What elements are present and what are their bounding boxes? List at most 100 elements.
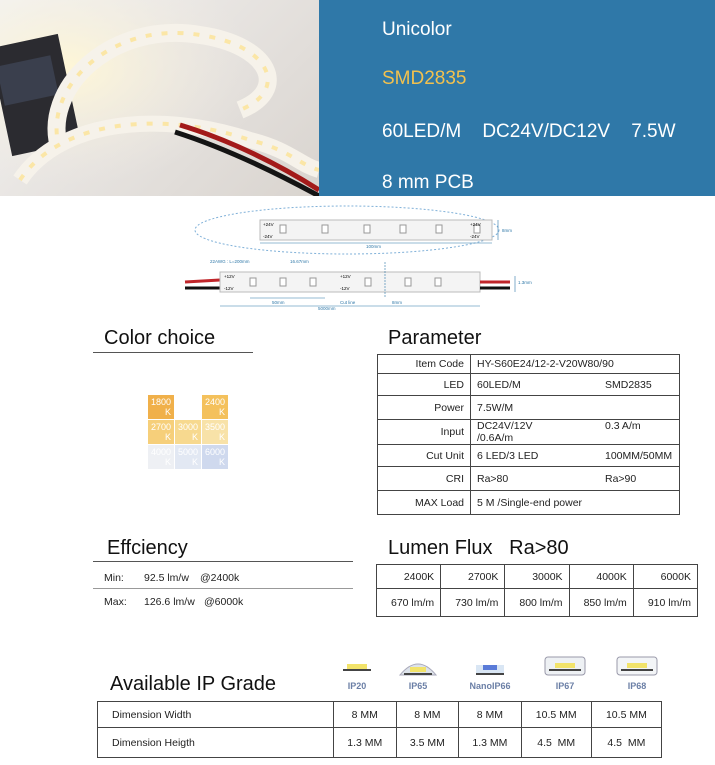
ip-profile-icon (543, 655, 587, 682)
bottom-plus-left: +12V (224, 274, 235, 279)
ip-grade-value: 10.5 MM (590, 701, 663, 728)
swatch-unit: K (164, 457, 171, 467)
lumen-flux-temp: 4000K (568, 564, 634, 589)
efficiency-max-temp: @6000k (204, 596, 244, 608)
parameter-row: Item Code HY-S60E24/12-2-V20W80/90 (377, 354, 680, 374)
efficiency-min-label: Min: (104, 572, 124, 584)
swatch-temp: 5000 (178, 447, 199, 457)
pitch-note: 16.67mm (290, 259, 309, 264)
lumen-flux-temp: 2700K (440, 564, 506, 589)
parameter-row: Cut Unit 6 LED/3 LED 100MM/50MM (377, 444, 680, 467)
bottom-minus-mid: -12V (340, 286, 350, 291)
bottom-plus-mid: +12V (340, 274, 351, 279)
color-choice-rule (93, 352, 253, 353)
swatch-unit: K (218, 407, 225, 417)
swatch-temp: 3000 (178, 422, 199, 432)
ip-grade-row-label: Dimension Heigth (97, 727, 334, 758)
lumen-flux-temp: 3000K (504, 564, 570, 589)
parameter-value-primary: 7.5W/M (477, 401, 514, 414)
efficiency-rule (93, 561, 353, 562)
ip-grade-value: 1.3 MM (458, 727, 522, 758)
parameter-value: 60LED/M SMD2835 (470, 373, 680, 396)
parameter-label: Power (377, 395, 471, 420)
ip-grade-value: 4.5 MM (520, 727, 592, 758)
swatch-temp: 2700 (151, 422, 172, 432)
ip-profile-icon (396, 655, 440, 682)
parameter-title: Parameter (388, 327, 482, 349)
efficiency-max-label: Max: (104, 596, 127, 608)
top-length-label: 100mm (366, 244, 381, 249)
color-choice-title: Color choice (104, 327, 216, 349)
spec-line: 60LED/M DC24V/DC12V 7.5W (382, 121, 676, 142)
product-photo (0, 0, 319, 196)
parameter-label: LED (377, 373, 471, 396)
top-right-minus: -24V (470, 234, 480, 239)
parameter-value-secondary: SMD2835 (605, 378, 652, 391)
parameter-value: 6 LED/3 LED 100MM/50MM (470, 444, 680, 467)
pcb-width: 8 mm PCB (382, 172, 474, 193)
ip-profile-icon (335, 655, 379, 682)
parameter-value-primary: HY-S60E24/12-2-V20W80/90 (477, 358, 614, 370)
efficiency-min-temp: @2400k (200, 572, 240, 584)
swatch-temp: 3500 (205, 422, 226, 432)
reel-length-label: 5000mm (318, 306, 336, 310)
swatch-unit: K (218, 432, 225, 442)
cut-unit-label: 50mm (272, 300, 285, 305)
parameter-row: Power 7.5W/M (377, 395, 680, 420)
parameter-label: Item Code (377, 354, 471, 374)
parameter-row: MAX Load 5 M /Single-end power (377, 490, 680, 515)
bottom-minus-left: -12V (224, 286, 234, 291)
parameter-value-primary: 60LED/M (477, 378, 521, 391)
swatch-temp: 6000 (205, 447, 226, 457)
lumen-flux-temp: 2400K (375, 564, 442, 589)
ip-grade-title: Available IP Grade (110, 673, 277, 695)
ip-grade-label: IP65 (408, 681, 428, 691)
led-strip-reel-image (0, 0, 319, 196)
top-left-plus: +24V (263, 222, 274, 227)
parameter-value-primary: Ra>80 (477, 472, 509, 485)
parameter-value-primary: DC24V/12V (477, 420, 533, 432)
lumen-flux-title: Lumen Flux Ra>80 (388, 537, 569, 559)
ip-grade-label: IP68 (627, 681, 647, 691)
parameter-value-primary: 6 LED/3 LED (477, 449, 539, 462)
parameter-value-primary: 5 M /Single-end power (477, 496, 583, 509)
product-title: Unicolor (382, 19, 452, 40)
parameter-value: HY-S60E24/12-2-V20W80/90 (470, 354, 680, 374)
swatch-unit: K (191, 457, 198, 467)
ip-grade-label: NanoIP66 (469, 681, 511, 691)
parameter-label: Input (377, 419, 471, 445)
top-right-plus: +24V (470, 222, 481, 227)
ip-profile-icon (468, 655, 512, 682)
parameter-value: 5 M /Single-end power (470, 490, 680, 515)
ip-grade-value: 1.3 MM (333, 727, 397, 758)
swatch-temp: 4000 (151, 447, 172, 457)
swatch-unit: K (191, 432, 198, 442)
parameter-value-secondary: 100MM/50MM (605, 449, 673, 462)
parameter-label: MAX Load (377, 490, 471, 515)
parameter-value: 7.5W/M (470, 395, 680, 420)
ip-grade-value: 8 MM (458, 701, 522, 728)
swatch-unit: K (164, 407, 171, 417)
ip-grade-row-label: Dimension Width (97, 701, 334, 728)
ip-profile-icon (615, 655, 659, 682)
chip-type: SMD2835 (382, 68, 467, 89)
ip-grade-value: 8 MM (395, 701, 460, 728)
parameter-row: LED 60LED/M SMD2835 (377, 373, 680, 396)
lumen-flux-temp: 6000K (632, 564, 699, 589)
ip-grade-value: 10.5 MM (520, 701, 592, 728)
parameter-label: Cut Unit (377, 444, 471, 467)
parameter-value-secondary: Ra>90 (605, 472, 637, 485)
